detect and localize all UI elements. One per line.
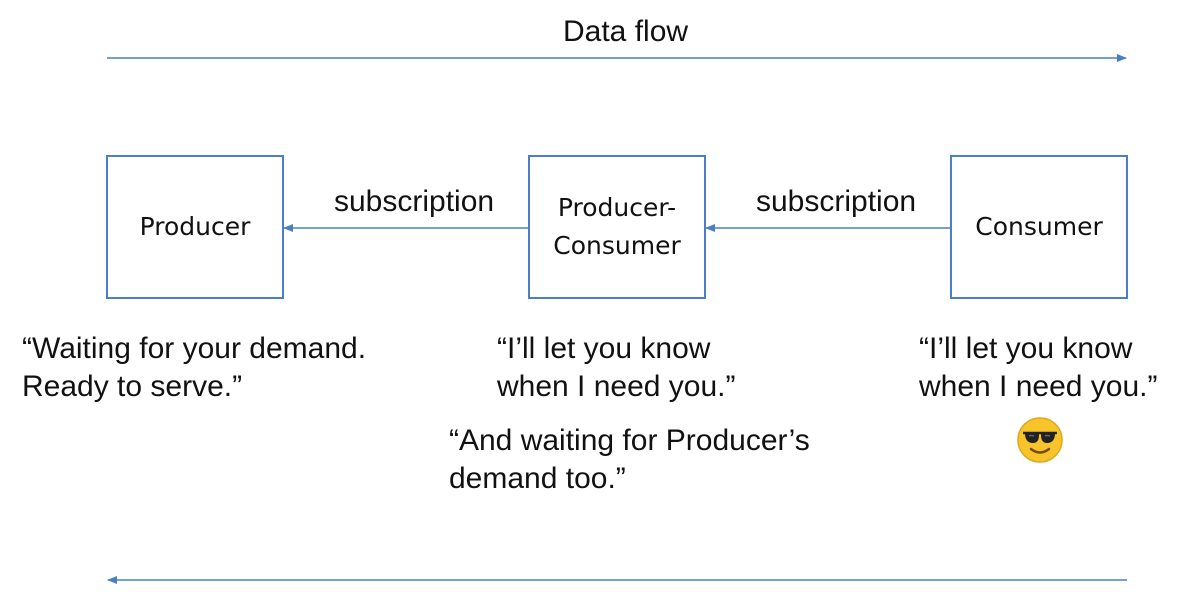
producer-quote: “Waiting for your demand. Ready to serve… (22, 332, 367, 403)
consumer-label: Consumer (975, 212, 1103, 241)
producer-label: Producer (139, 212, 251, 241)
producer-consumer-box: Producer- Consumer (528, 155, 706, 299)
smiling-face-with-sunglasses-icon (1017, 417, 1063, 463)
subscription-label-left: subscription (334, 185, 495, 218)
producer-consumer-extra-quote: “And waiting for Producer’s demand too.” (449, 424, 810, 495)
data-flow-label: Data flow (563, 15, 689, 48)
producer-consumer-quote: “I’ll let you know when I need you.” (497, 332, 736, 403)
consumer-quote: “I’ll let you know when I need you.” (919, 332, 1158, 403)
producer-consumer-label: Producer- Consumer (553, 193, 681, 260)
producer-box: Producer (106, 155, 284, 299)
subscription-label-right: subscription (756, 185, 917, 218)
consumer-box: Consumer (950, 155, 1128, 299)
